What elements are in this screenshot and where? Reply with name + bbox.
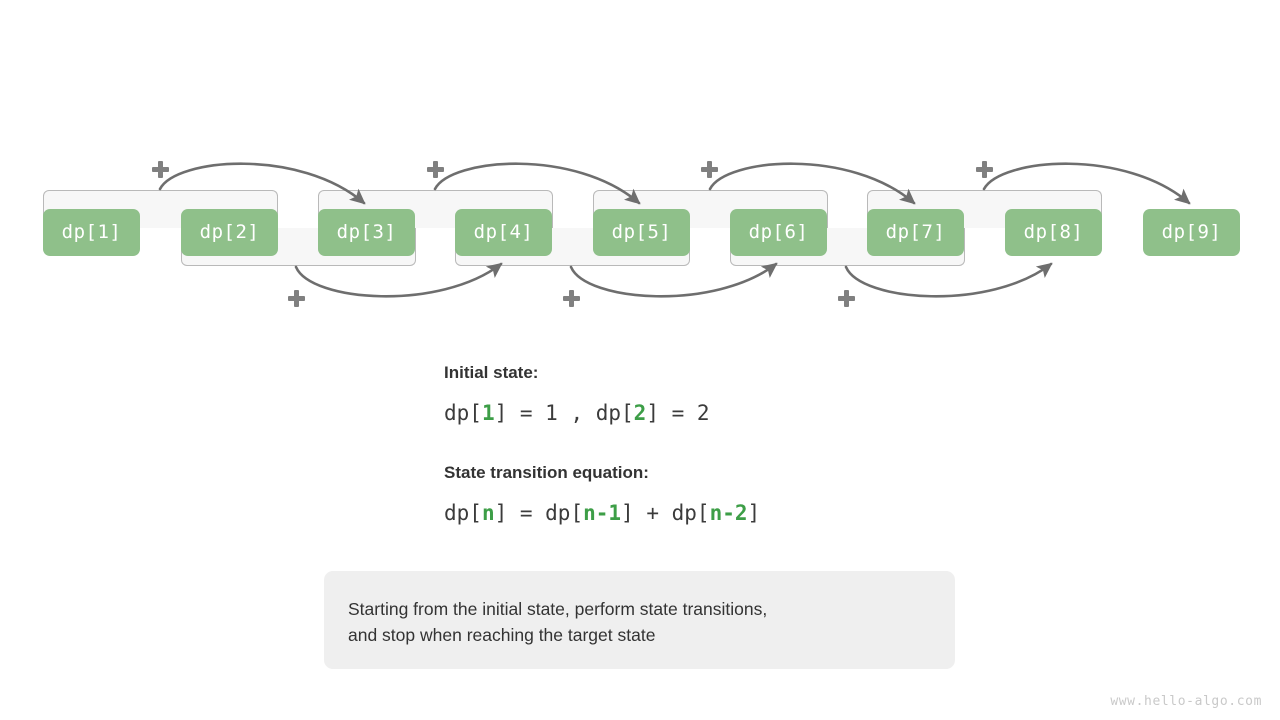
transition-formula-index-n-minus-2: n-2 bbox=[709, 501, 748, 525]
transition-arrows bbox=[158, 162, 1191, 298]
plus-icon-5 bbox=[288, 290, 305, 307]
initial-state-heading: Initial state: bbox=[444, 363, 539, 382]
dp-cell-9[interactable]: dp[9] bbox=[1143, 209, 1240, 256]
plus-icon-3 bbox=[701, 161, 718, 178]
arrow-dp2-dp3-to-dp4 bbox=[294, 262, 503, 298]
plus-icon-7 bbox=[838, 290, 855, 307]
transition-formula-middle-1: ] = dp[ bbox=[494, 501, 584, 525]
dp-cell-2[interactable]: dp[2] bbox=[181, 209, 278, 256]
arrow-dp4-dp5-to-dp6 bbox=[569, 262, 778, 298]
initial-state-formula: dp[1] = 1 , dp[2] = 2 bbox=[444, 403, 710, 424]
initial-formula-middle: ] = 1 , dp[ bbox=[494, 401, 634, 425]
caption-box: Starting from the initial state, perform… bbox=[324, 571, 955, 669]
initial-formula-index-2: 2 bbox=[633, 401, 647, 425]
plus-icon-4 bbox=[976, 161, 993, 178]
plus-icon-1 bbox=[152, 161, 169, 178]
initial-formula-index-1: 1 bbox=[481, 401, 495, 425]
plus-icon-6 bbox=[563, 290, 580, 307]
dp-cell-7[interactable]: dp[7] bbox=[867, 209, 964, 256]
plus-icon-2 bbox=[427, 161, 444, 178]
watermark: www.hello-algo.com bbox=[1110, 694, 1262, 709]
arrow-dp3-dp4-to-dp5 bbox=[433, 162, 641, 205]
dp-cell-4[interactable]: dp[4] bbox=[455, 209, 552, 256]
dp-cell-1[interactable]: dp[1] bbox=[43, 209, 140, 256]
transition-formula-suffix: ] bbox=[747, 501, 761, 525]
transition-formula-index-n-minus-1: n-1 bbox=[583, 501, 622, 525]
arrow-dp7-dp8-to-dp9 bbox=[982, 162, 1191, 205]
dp-cell-3[interactable]: dp[3] bbox=[318, 209, 415, 256]
dp-cell-5[interactable]: dp[5] bbox=[593, 209, 690, 256]
arrow-dp1-dp2-to-dp3 bbox=[158, 162, 366, 205]
arrow-dp6-dp7-to-dp8 bbox=[844, 262, 1053, 298]
dp-cell-6[interactable]: dp[6] bbox=[730, 209, 827, 256]
dp-transition-diagram: dp[1] dp[2] dp[3] dp[4] dp[5] dp[6] dp[7… bbox=[0, 0, 1280, 340]
state-transition-heading: State transition equation: bbox=[444, 463, 649, 482]
dp-cell-8[interactable]: dp[8] bbox=[1005, 209, 1102, 256]
transition-formula-middle-2: ] + dp[ bbox=[621, 501, 710, 525]
transition-formula-prefix: dp[ bbox=[444, 501, 482, 525]
caption-text: Starting from the initial state, perform… bbox=[348, 599, 768, 645]
initial-formula-prefix: dp[ bbox=[444, 401, 482, 425]
transition-formula-index-n: n bbox=[481, 501, 495, 525]
arrow-dp5-dp6-to-dp7 bbox=[708, 162, 916, 205]
initial-formula-suffix: ] = 2 bbox=[646, 401, 710, 425]
state-transition-formula: dp[n] = dp[n-1] + dp[n-2] bbox=[444, 503, 760, 524]
